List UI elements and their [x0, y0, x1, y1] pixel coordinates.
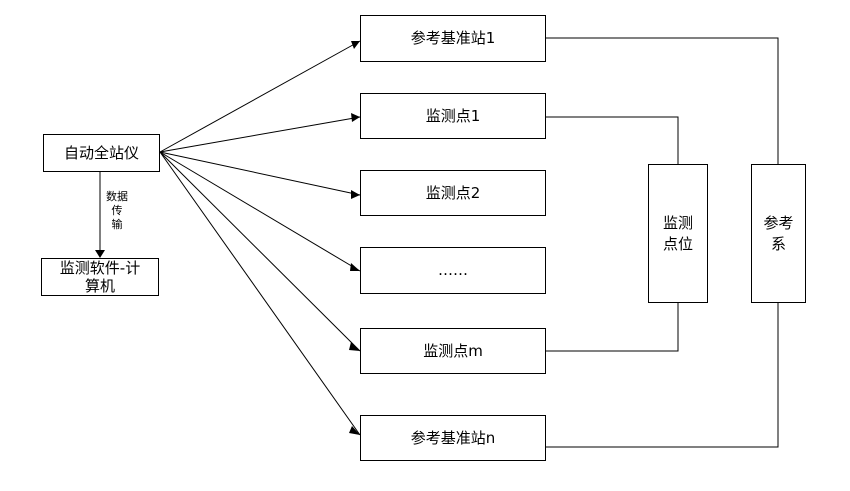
- total-station-label: 自动全站仪: [63, 143, 139, 162]
- monitoring-point-2-label: 监测点2: [425, 183, 481, 202]
- reference-station-1-box: 参考基准站1: [360, 15, 546, 62]
- monitoring-point-1-box: 监测点1: [360, 93, 546, 139]
- reference-station-n-box: 参考基准站n: [360, 415, 546, 461]
- ellipsis-box: ……: [360, 247, 546, 294]
- monitoring-point-m-label: 监测点m: [423, 341, 483, 360]
- monitoring-point-2-box: 监测点2: [360, 170, 546, 216]
- reference-station-n-label: 参考基准站n: [410, 428, 496, 447]
- software-computer-box: 监测软件-计 算机: [41, 258, 159, 296]
- monitoring-points-box: 监测 点位: [648, 164, 708, 303]
- data-transfer-label: 数据 传 输: [106, 190, 128, 231]
- monitoring-point-m-box: 监测点m: [360, 328, 546, 374]
- total-station-box: 自动全站仪: [43, 134, 160, 172]
- reference-system-box: 参考 系: [751, 164, 806, 303]
- ellipsis-label: ……: [438, 261, 468, 279]
- monitoring-point-1-label: 监测点1: [425, 106, 481, 125]
- reference-station-1-label: 参考基准站1: [410, 29, 496, 47]
